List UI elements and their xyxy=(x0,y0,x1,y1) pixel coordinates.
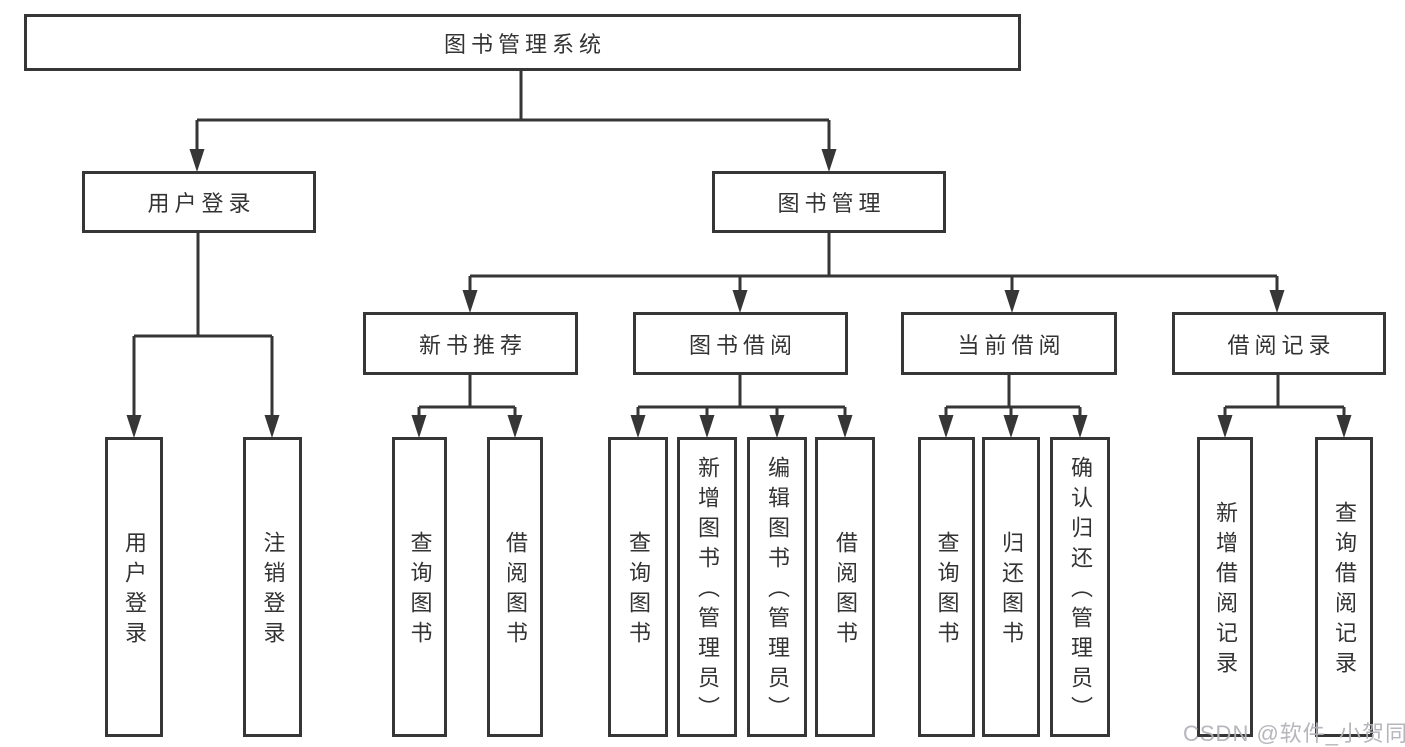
arrowheads xyxy=(126,149,1352,438)
node-current-borrowing: 当前借阅 xyxy=(901,312,1117,375)
arrowhead xyxy=(411,415,427,438)
leaf-current-query-books-label: 查询图书 xyxy=(934,531,960,651)
leaf-confirm-return-admin: 确认归还（管理员） xyxy=(1050,437,1110,737)
leaf-borrow-books-label: 借阅图书 xyxy=(833,531,858,651)
arrowhead xyxy=(769,415,785,438)
node-current-borrowing-label: 当前借阅 xyxy=(957,332,1066,358)
node-book-borrowing-label: 图书借阅 xyxy=(688,332,797,358)
leaf-borrow-books: 借阅图书 xyxy=(815,437,875,737)
leaf-user-login-label: 用户登录 xyxy=(122,531,147,651)
leaf-user-login: 用户登录 xyxy=(105,437,163,737)
leaf-add-borrow-record: 新增借阅记录 xyxy=(1197,437,1253,737)
leaf-query-borrow-record-label: 查询借阅记录 xyxy=(1332,501,1357,681)
leaf-edit-books-admin-label: 编辑图书（管理员） xyxy=(765,456,790,726)
node-new-book-recommend: 新书推荐 xyxy=(363,312,578,375)
arrowhead xyxy=(1003,415,1019,438)
leaf-borrow-query-books-label: 查询图书 xyxy=(626,531,651,651)
arrowhead xyxy=(189,149,205,172)
arrowhead xyxy=(1072,415,1088,438)
leaf-return-books: 归还图书 xyxy=(982,437,1040,737)
arrowhead xyxy=(699,415,715,438)
leaf-recommend-borrow-books-label: 借阅图书 xyxy=(503,531,528,651)
node-borrowing-records: 借阅记录 xyxy=(1172,312,1386,375)
connector-paths xyxy=(132,70,1346,417)
arrowhead xyxy=(507,415,523,438)
leaf-recommend-query-books-label: 查询图书 xyxy=(407,531,433,651)
node-borrowing-records-label: 借阅记录 xyxy=(1227,332,1336,358)
arrowhead xyxy=(264,415,280,438)
node-book-management-label: 图书管理 xyxy=(777,191,886,216)
arrowhead xyxy=(837,415,853,438)
node-root: 图书管理系统 xyxy=(24,14,1021,71)
leaf-confirm-return-admin-label: 确认归还（管理员） xyxy=(1068,456,1093,726)
leaf-borrow-query-books: 查询图书 xyxy=(608,437,668,737)
leaf-add-books-admin-label: 新增图书（管理员） xyxy=(695,456,720,726)
node-user-login-label: 用户登录 xyxy=(147,191,256,216)
arrowhead xyxy=(821,149,837,172)
arrowhead xyxy=(1269,290,1285,313)
node-new-book-recommend-label: 新书推荐 xyxy=(418,332,527,358)
leaf-recommend-query-books: 查询图书 xyxy=(392,437,447,737)
arrowhead xyxy=(1004,290,1020,313)
leaf-logout: 注销登录 xyxy=(243,437,302,737)
arrowhead xyxy=(1217,415,1233,438)
node-user-login: 用户登录 xyxy=(82,171,316,233)
arrowhead xyxy=(938,415,954,438)
node-book-management: 图书管理 xyxy=(712,171,946,233)
leaf-add-borrow-record-label: 新增借阅记录 xyxy=(1213,501,1238,681)
leaf-recommend-borrow-books: 借阅图书 xyxy=(487,437,543,737)
arrowhead xyxy=(1336,415,1352,438)
arrowhead xyxy=(462,290,478,313)
leaf-edit-books-admin: 编辑图书（管理员） xyxy=(747,437,807,737)
leaf-return-books-label: 归还图书 xyxy=(999,531,1024,651)
leaf-logout-label: 注销登录 xyxy=(260,531,286,651)
leaf-current-query-books: 查询图书 xyxy=(918,437,975,737)
arrowhead xyxy=(126,415,142,438)
leaf-query-borrow-record: 查询借阅记录 xyxy=(1315,437,1373,737)
node-root-label: 图书管理系统 xyxy=(443,31,606,57)
node-book-borrowing: 图书借阅 xyxy=(633,312,848,375)
arrowhead xyxy=(630,415,646,438)
arrowhead xyxy=(732,290,748,313)
leaf-add-books-admin: 新增图书（管理员） xyxy=(677,437,737,737)
watermark-text: CSDN @软件_小贺同学 xyxy=(1183,721,1405,746)
